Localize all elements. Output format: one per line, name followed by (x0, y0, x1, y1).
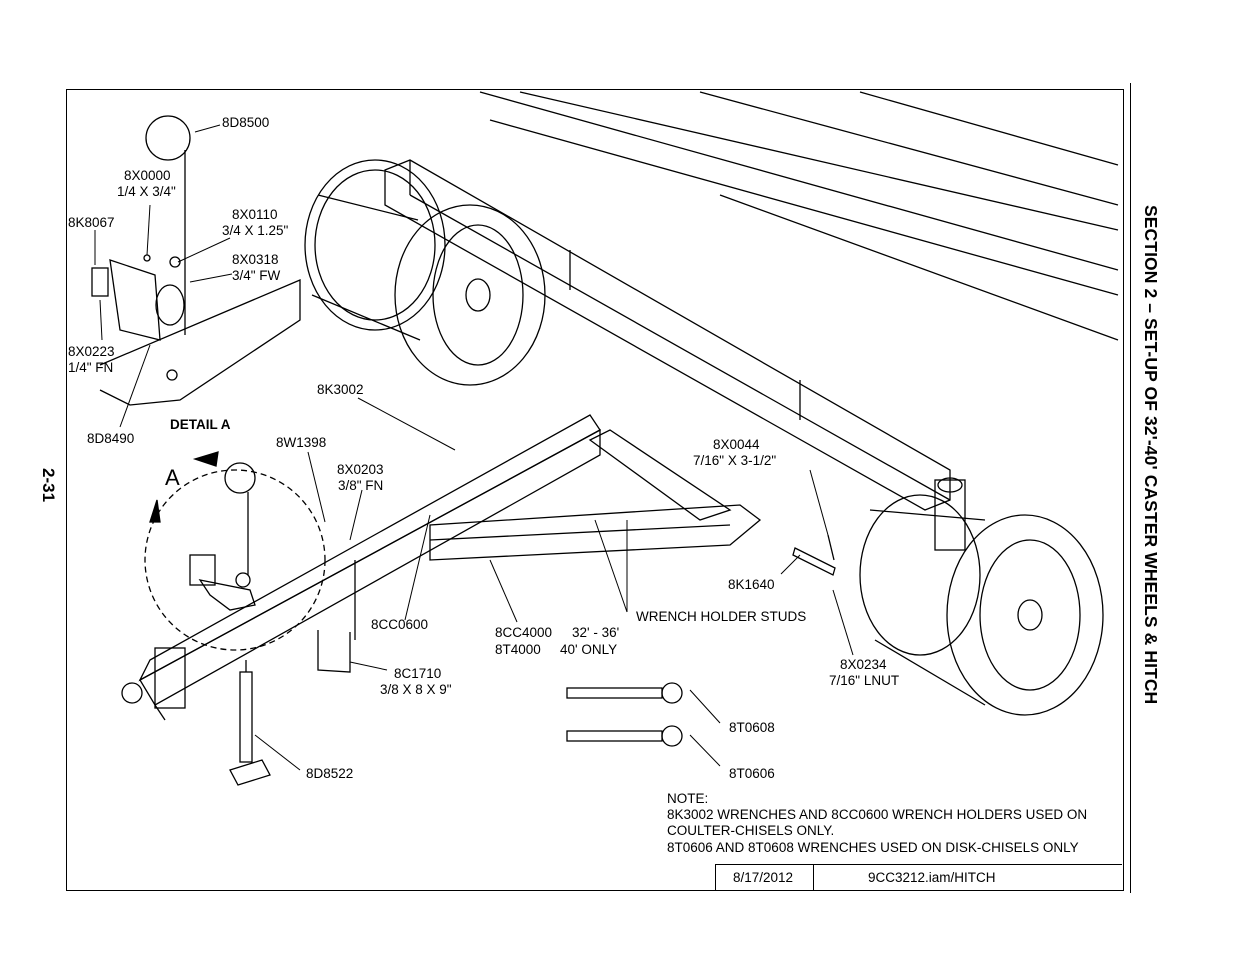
note-heading: NOTE: (667, 791, 709, 806)
label-40-only: 40' ONLY (560, 642, 618, 657)
label-8X0044-size: 7/16" X 3-1/2" (693, 453, 777, 468)
label-8X0234-size: 7/16" LNUT (829, 673, 900, 688)
note-line-2: COULTER-CHISELS ONLY. (667, 823, 835, 839)
jack-stand (229, 660, 271, 786)
margin-rule (1130, 83, 1131, 893)
wrenches (566, 682, 683, 747)
leader-lines (94, 124, 854, 771)
label-8W1398: 8W1398 (276, 435, 327, 450)
label-8K8067: 8K8067 (68, 215, 115, 230)
label-8CC0600: 8CC0600 (371, 617, 429, 632)
section-title: SECTION 2 – SET-UP OF 32'-40' CASTER WHE… (1141, 205, 1161, 705)
label-8T0608: 8T0608 (729, 720, 775, 735)
label-8X0110: 8X0110 (232, 207, 278, 222)
label-8X0110-size: 3/4 X 1.25" (222, 223, 289, 238)
label-8D8490: 8D8490 (87, 431, 135, 446)
detail-a-parts (91, 115, 301, 611)
bolt-8K1640 (792, 534, 836, 576)
title-block-divider-mid (813, 864, 814, 890)
label-8X0000-size: 1/4 X 3/4" (117, 184, 176, 199)
label-8X0044: 8X0044 (713, 437, 760, 452)
wrench-holder-plate (317, 630, 351, 673)
title-block-date: 8/17/2012 (733, 870, 794, 885)
label-8T0606: 8T0606 (729, 766, 775, 781)
label-8D8522: 8D8522 (306, 766, 354, 781)
label-8K1640: 8K1640 (728, 577, 775, 592)
label-wrench-holder-studs: WRENCH HOLDER STUDS (636, 609, 807, 624)
right-wheel (859, 477, 1104, 716)
detail-a-circle (144, 469, 326, 651)
label-8X0000: 8X0000 (124, 168, 171, 183)
title-block-divider-left (715, 864, 716, 890)
label-8X0223: 8X0223 (68, 344, 115, 359)
label-8CC4000: 8CC4000 (495, 625, 553, 640)
label-8X0234: 8X0234 (840, 657, 887, 672)
label-8X0203: 8X0203 (337, 462, 384, 477)
label-8X0318-size: 3/4" FW (232, 268, 281, 283)
title-block-rule (715, 864, 1122, 865)
frame-rails (479, 91, 1119, 341)
note-line-3: 8T0606 AND 8T0608 WRENCHES USED ON DISK-… (667, 839, 1079, 855)
detail-a-title: DETAIL A (170, 417, 231, 432)
note-line-1: 8K3002 WRENCHES AND 8CC0600 WRENCH HOLDE… (667, 807, 1088, 823)
page-number: 2-31 (39, 468, 58, 503)
label-8X0203-size: 3/8" FN (338, 478, 384, 493)
hitch-tongue (121, 414, 762, 721)
detail-arrows (149, 451, 219, 523)
label-8T4000: 8T4000 (495, 642, 541, 657)
label-8C1710-size: 3/8 X 8 X 9" (380, 682, 452, 697)
note-block: NOTE: 8K3002 WRENCHES AND 8CC0600 WRENCH… (667, 791, 1087, 856)
left-wheel (304, 159, 546, 386)
label-8C1710: 8C1710 (394, 666, 442, 681)
label-32-36-range: 32' - 36' (572, 625, 620, 640)
drawing-frame (66, 89, 1124, 891)
title-block-file: 9CC3212.iam/HITCH (868, 870, 996, 885)
label-8K3002: 8K3002 (317, 382, 364, 397)
detail-a-marker: A (165, 465, 180, 490)
label-8X0318: 8X0318 (232, 252, 279, 267)
axle-beam (384, 159, 951, 511)
label-8D8500: 8D8500 (222, 115, 270, 130)
label-8X0223-size: 1/4" FN (68, 360, 114, 375)
